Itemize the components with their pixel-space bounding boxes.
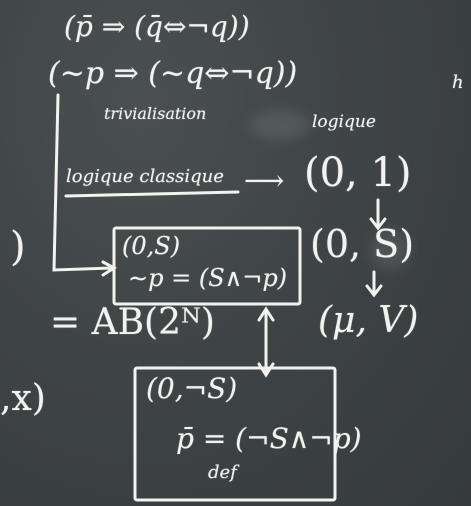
formula-line-1: (p̄ ⇒ (q̄⇔¬q)) bbox=[64, 10, 250, 43]
arrow-symbol: ⟶ bbox=[244, 164, 285, 197]
box2-def: def bbox=[208, 462, 237, 483]
connector-line bbox=[52, 93, 114, 272]
pair-0-s: (0, S) bbox=[310, 222, 415, 266]
box1-line1: (0,S) bbox=[122, 232, 181, 260]
arrow-head-down bbox=[257, 362, 275, 378]
logique-classique-label: logique classique bbox=[66, 166, 224, 187]
left-x: ,x) bbox=[0, 378, 46, 419]
down-arrow-1-head bbox=[369, 217, 387, 231]
logique-label: logique bbox=[312, 112, 376, 132]
down-arrow-2-head bbox=[365, 284, 383, 298]
box-1-outline bbox=[112, 226, 302, 306]
formula-line-2: (∼p ⇒ (∼q⇔¬q)) bbox=[48, 56, 298, 91]
box-2-outline bbox=[133, 366, 337, 502]
smudge bbox=[370, 230, 410, 270]
pair-mu-v: (μ, V) bbox=[318, 300, 419, 341]
box2-line1: (0,¬S) bbox=[146, 372, 238, 405]
pair-0-1: (0, 1) bbox=[304, 150, 412, 196]
arrow-head-up bbox=[257, 306, 275, 322]
trivialisation-label: trivialisation bbox=[104, 104, 207, 123]
box1-line2: ∼p = (S∧¬p) bbox=[128, 264, 288, 292]
edge-fragment: h bbox=[452, 72, 464, 93]
ab-expression: = AB(2ᴺ) bbox=[50, 302, 215, 343]
smudge bbox=[250, 110, 310, 140]
left-paren: ) bbox=[10, 224, 26, 270]
underline bbox=[64, 190, 240, 198]
box2-line2: p̄ = (¬S∧¬p) bbox=[176, 422, 362, 455]
